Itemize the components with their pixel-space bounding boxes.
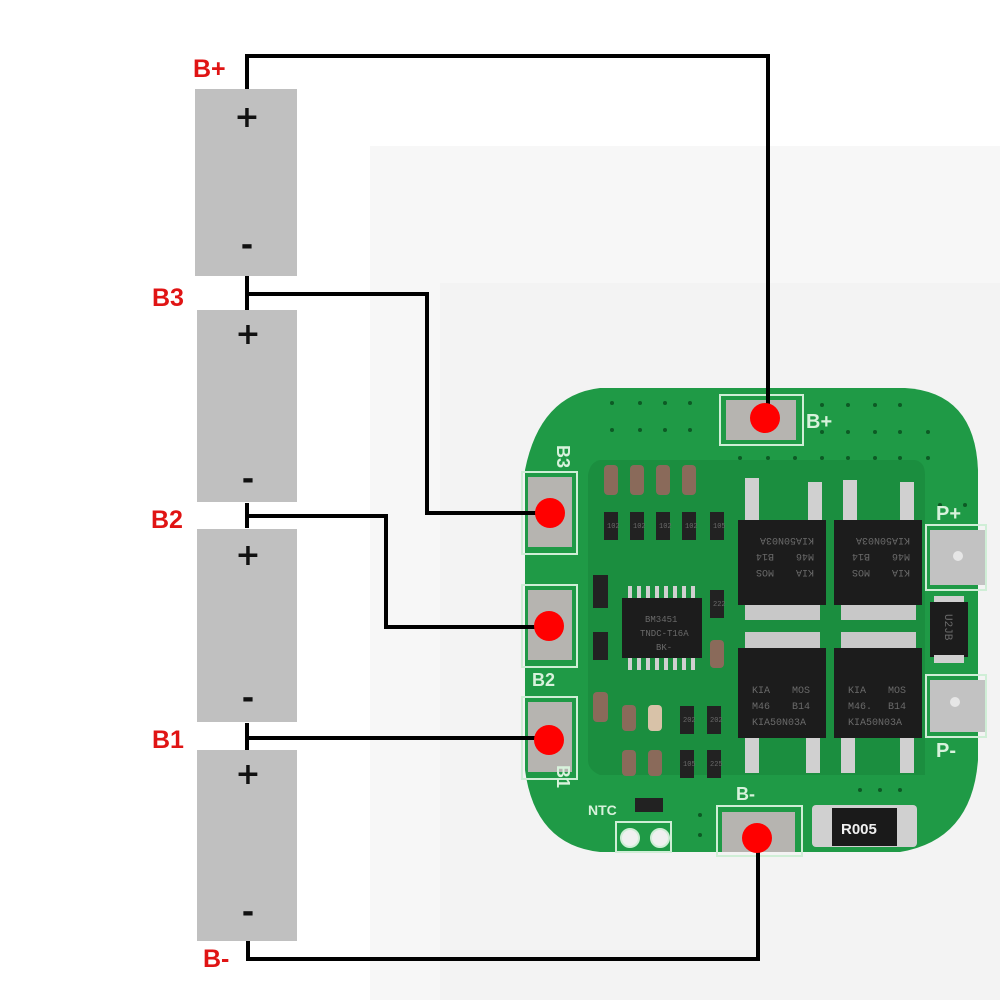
silk-ntc: NTC — [588, 802, 617, 818]
resistor-code: 202 — [710, 717, 723, 725]
resistor-code: 222 — [713, 601, 726, 609]
battery-cell-4: + - — [195, 89, 297, 276]
svg-text:M46.: M46. — [848, 702, 872, 713]
svg-text:MOS: MOS — [888, 686, 906, 697]
ntc-hole-2 — [650, 828, 670, 848]
svg-text:M46: M46 — [892, 550, 910, 561]
wire-b2-tap — [247, 514, 548, 629]
ic-marking-2: TNDC-T16A — [640, 629, 689, 639]
plus-terminal-sign: + — [235, 757, 261, 792]
silk-b-minus: B- — [736, 784, 755, 804]
solder-dot-b1 — [534, 725, 564, 755]
mosfet-top-right: KIA MOS M46 B14 KIA50N03A — [834, 480, 922, 620]
mosfet-top-left: KIA MOS M46 B14 KIA50N03A — [738, 478, 826, 620]
label-b-minus: B- — [203, 945, 230, 973]
resistor-code: 102 — [685, 523, 698, 531]
silk-b1: B1 — [553, 765, 573, 788]
svg-text:B14: B14 — [756, 550, 774, 561]
svg-text:U2JB: U2JB — [941, 614, 953, 641]
tvs-diode: U2JB — [930, 596, 968, 663]
svg-text:KIA50N03A: KIA50N03A — [848, 718, 902, 729]
solder-dot-b-plus — [750, 403, 780, 433]
ic-marking-3: BK- — [656, 643, 672, 653]
resistor-code: 105 — [713, 523, 726, 531]
plus-terminal-sign: + — [235, 538, 261, 573]
plus-terminal-sign: + — [235, 317, 261, 352]
solder-dot-b3 — [535, 498, 565, 528]
svg-text:KIA: KIA — [752, 686, 770, 697]
svg-text:B14: B14 — [792, 702, 810, 713]
silk-b2: B2 — [532, 670, 555, 690]
minus-terminal-sign: - — [240, 228, 254, 263]
silk-b3: B3 — [553, 445, 573, 468]
via-dots — [610, 401, 967, 837]
svg-text:B14: B14 — [888, 702, 906, 713]
svg-text:M46: M46 — [752, 702, 770, 713]
resistor-code: 202 — [683, 717, 696, 725]
resistor-code: 102 — [633, 523, 646, 531]
svg-text:B14: B14 — [852, 550, 870, 561]
solder-dot-b2 — [534, 611, 564, 641]
svg-text:MOS: MOS — [756, 566, 774, 577]
wires — [245, 54, 770, 961]
ic-marking-1: BM3451 — [645, 615, 677, 625]
mosfet-bottom-left: KIA MOS M46 B14 KIA50N03A — [738, 632, 826, 773]
svg-text:R005: R005 — [841, 821, 877, 838]
minus-terminal-sign: - — [241, 462, 255, 497]
svg-text:KIA: KIA — [848, 686, 866, 697]
resistor-code: 102 — [607, 523, 620, 531]
svg-text:KIA50N03A: KIA50N03A — [752, 718, 806, 729]
label-b2: B2 — [151, 506, 183, 534]
solder-dot-b-minus — [742, 823, 772, 853]
label-b3: B3 — [152, 284, 184, 312]
plus-terminal-sign: + — [234, 100, 260, 135]
svg-text:MOS: MOS — [792, 686, 810, 697]
minus-terminal-sign: - — [241, 895, 255, 930]
smd-components — [593, 465, 724, 812]
mosfet-bottom-right: KIA MOS M46. B14 KIA50N03A — [834, 632, 922, 773]
svg-text:MOS: MOS — [852, 566, 870, 577]
battery-cell-3: + - — [197, 310, 297, 502]
wire-b-minus — [246, 838, 760, 961]
battery-cell-1: + - — [197, 750, 297, 941]
svg-text:KIA: KIA — [796, 566, 814, 577]
svg-text:KIA: KIA — [892, 566, 910, 577]
svg-text:KIA50N03A: KIA50N03A — [760, 534, 814, 545]
resistor-code: 105 — [683, 761, 696, 769]
shunt-resistor: R005 — [812, 805, 917, 847]
protection-ic: BM3451 TNDC-T16A BK- — [622, 586, 702, 670]
label-b-plus: B+ — [193, 55, 226, 83]
svg-text:M46: M46 — [796, 550, 814, 561]
wire-b-plus — [245, 54, 770, 415]
minus-terminal-sign: - — [241, 681, 255, 716]
silk-p-plus: P+ — [936, 503, 961, 525]
ntc-hole-1 — [620, 828, 640, 848]
silk-p-minus: P- — [936, 740, 956, 762]
silk-b-plus: B+ — [806, 411, 832, 433]
battery-cell-2: + - — [197, 529, 297, 722]
resistor-code: 225 — [710, 761, 723, 769]
resistor-code: 102 — [659, 523, 672, 531]
svg-text:KIA50N03A: KIA50N03A — [856, 534, 910, 545]
label-b1: B1 — [152, 726, 184, 754]
wire-b3-tap — [247, 292, 548, 515]
